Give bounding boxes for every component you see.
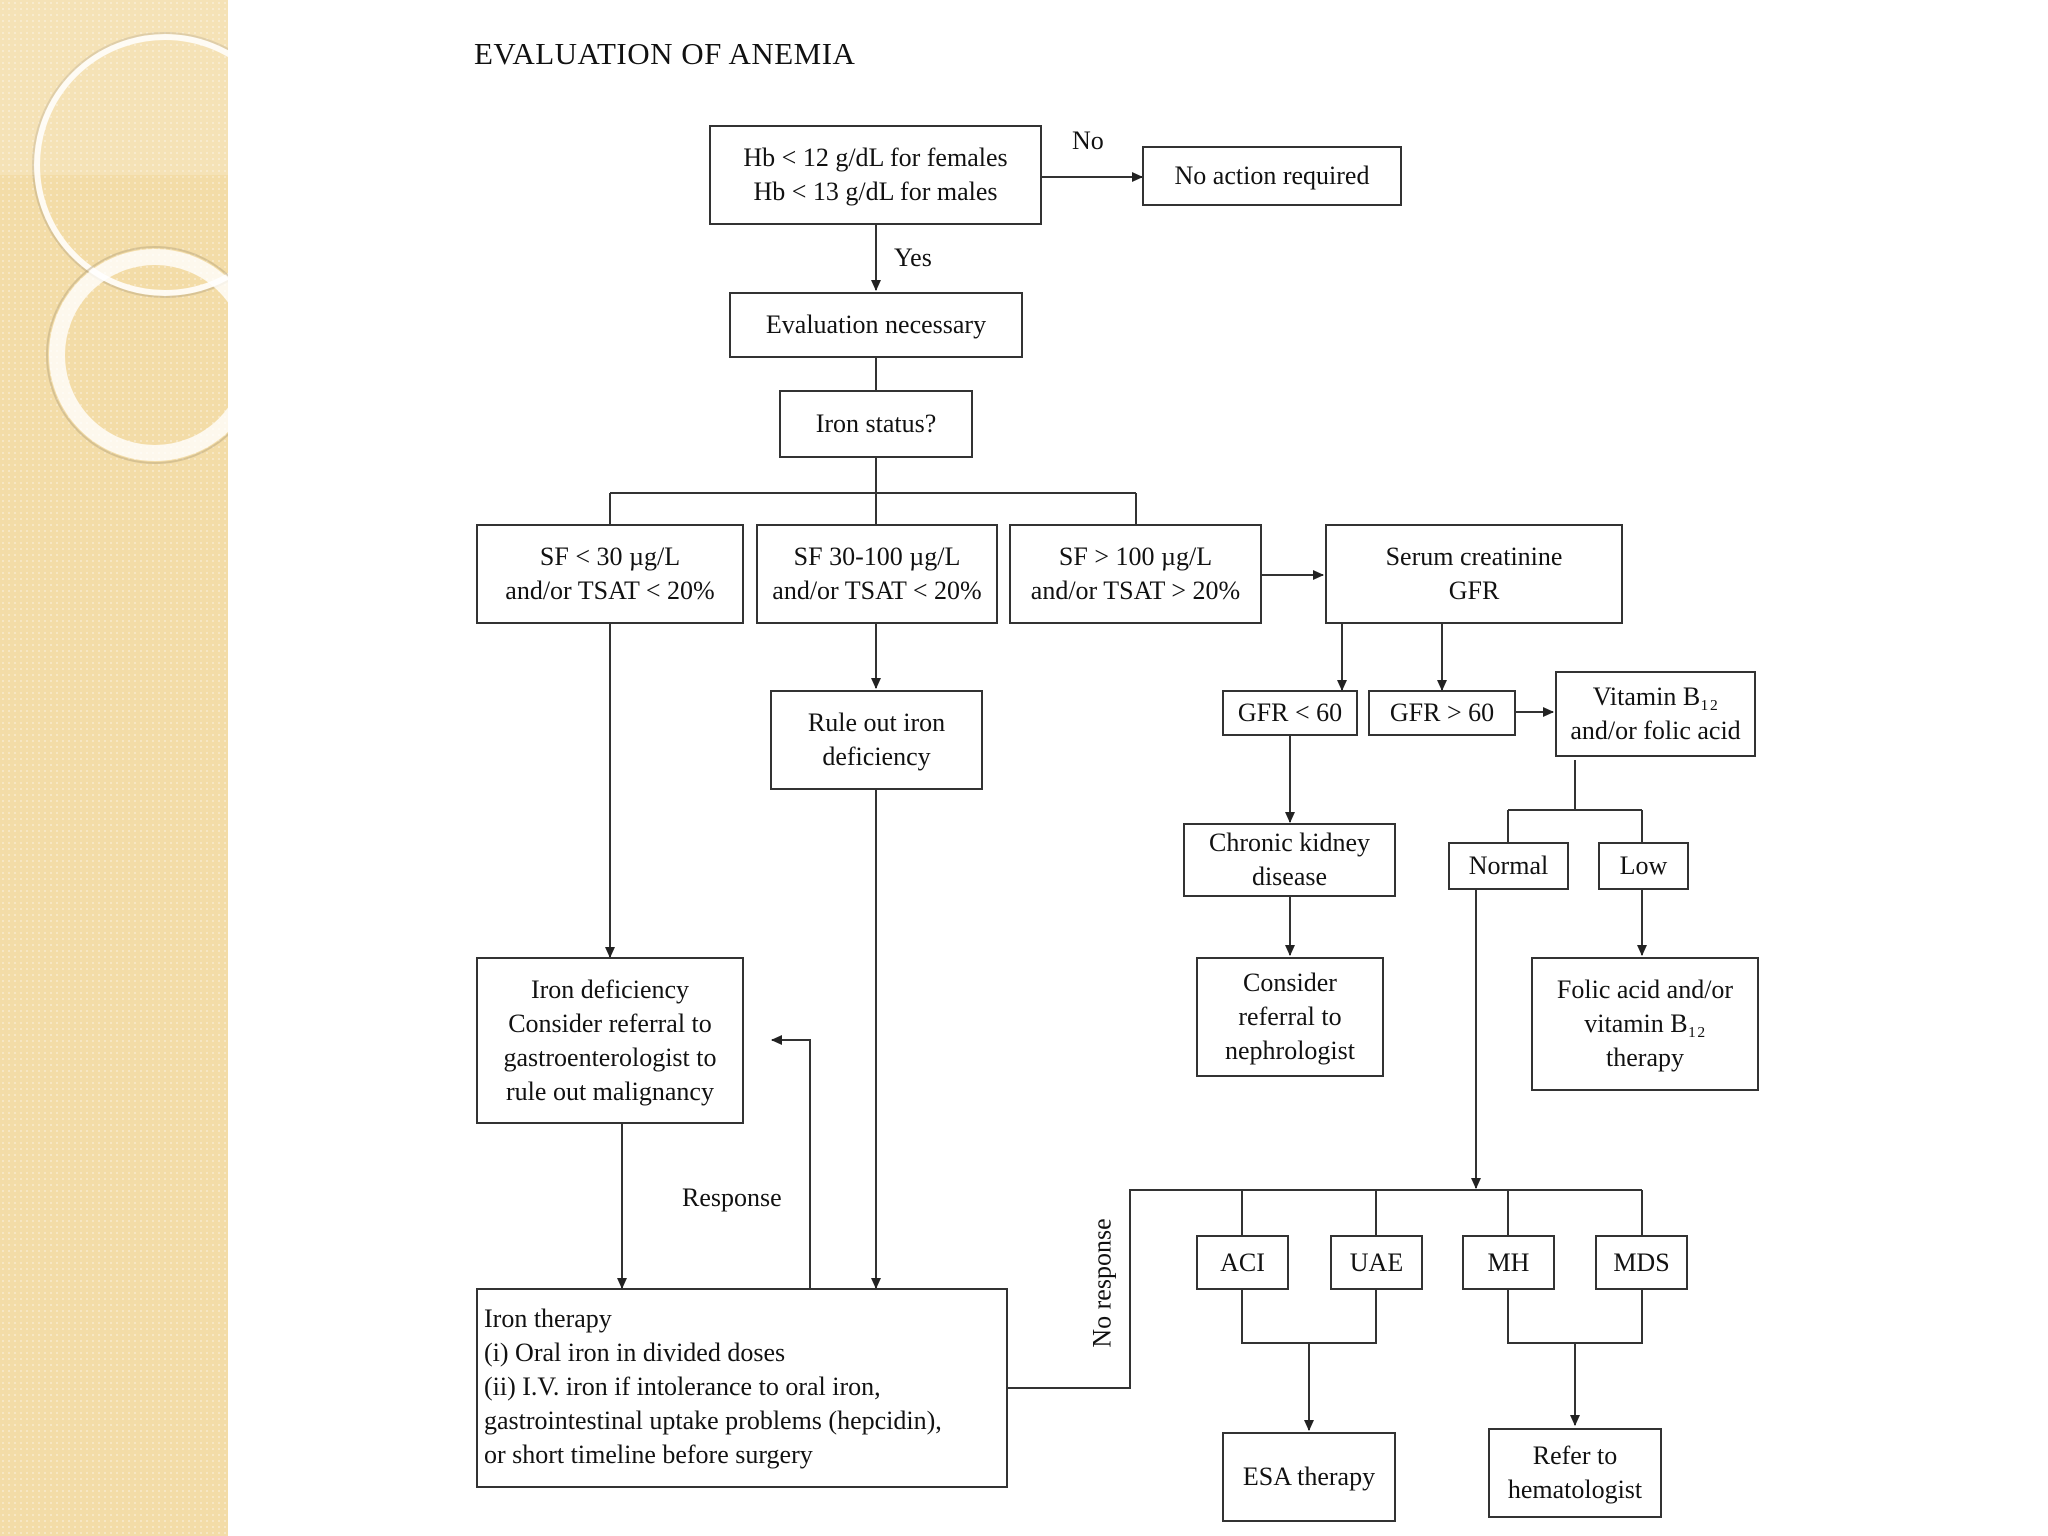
folic-therapy-box: Folic acid and/or vitamin B₁₂ therapy [1531,957,1759,1091]
nephrologist-box: Consider referral to nephrologist [1196,957,1384,1077]
mh-box: MH [1462,1235,1555,1290]
rule-out-box: Rule out iron deficiency [770,690,983,790]
gfr-high-box: GFR > 60 [1368,690,1516,736]
hb-criteria-box: Hb < 12 g/dL for females Hb < 13 g/dL fo… [709,125,1042,225]
aci-box: ACI [1196,1235,1289,1290]
iron-therapy-box: Iron therapy (i) Oral iron in divided do… [476,1288,1008,1488]
mds-box: MDS [1595,1235,1688,1290]
serum-creatinine-box: Serum creatinine GFR [1325,524,1623,624]
edge-label-yes: Yes [894,243,932,272]
ckd-box: Chronic kidney disease [1183,823,1396,897]
hematologist-box: Refer to hematologist [1488,1428,1662,1518]
normal-box: Normal [1448,842,1569,890]
page-title: EVALUATION OF ANEMIA [474,36,856,71]
sf-high-box: SF > 100 µg/L and/or TSAT > 20% [1009,524,1262,624]
edge-label-no-response: No response [1087,1218,1117,1348]
iron-status-box: Iron status? [779,390,973,458]
evaluation-box: Evaluation necessary [729,292,1023,358]
vitamin-b12-box: Vitamin B₁₂ and/or folic acid [1555,671,1756,757]
gfr-low-box: GFR < 60 [1222,690,1358,736]
low-box: Low [1598,842,1689,890]
sf-low-box: SF < 30 µg/L and/or TSAT < 20% [476,524,744,624]
edge-label-response: Response [682,1183,782,1212]
iron-deficiency-box: Iron deficiency Consider referral to gas… [476,957,744,1124]
decorative-rings [0,0,228,464]
decorative-sidebar [0,0,228,1536]
edge-label-no: No [1072,126,1104,155]
sf-mid-box: SF 30-100 µg/L and/or TSAT < 20% [756,524,998,624]
uae-box: UAE [1330,1235,1423,1290]
esa-therapy-box: ESA therapy [1222,1432,1396,1522]
no-action-box: No action required [1142,146,1402,206]
